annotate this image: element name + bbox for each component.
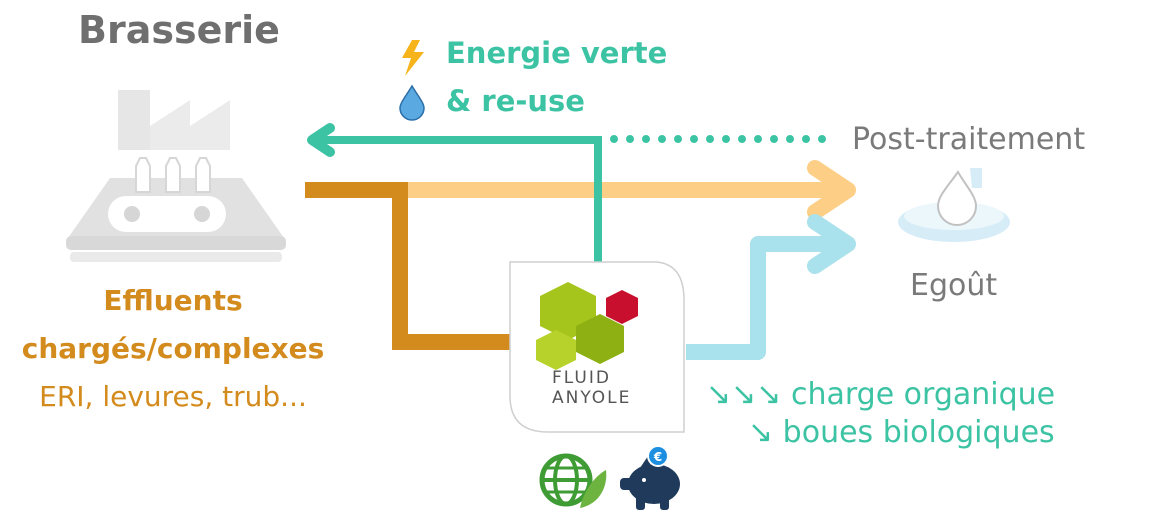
sewer-label: Egoût bbox=[910, 268, 998, 303]
logo-line1: FLUID bbox=[552, 368, 611, 388]
post-treatment-flow-arrow bbox=[408, 160, 856, 220]
svg-text:€: € bbox=[653, 450, 662, 464]
legend-reuse-label: & re-use bbox=[446, 84, 585, 118]
sewer-flow-arrow bbox=[686, 214, 856, 360]
fluid-anyole-logo-icon bbox=[536, 282, 638, 370]
effluents-detail: ERI, levures, trub... bbox=[39, 380, 307, 413]
recycle-water-icon bbox=[898, 168, 1010, 242]
lightning-icon bbox=[402, 40, 424, 76]
result-organic-load: ↘↘↘ charge organique bbox=[706, 377, 1056, 412]
effluents-subtitle: chargés/complexes bbox=[21, 332, 325, 365]
piggy-bank-euro-icon: € bbox=[620, 445, 680, 510]
effluents-title: Effluents bbox=[103, 284, 243, 317]
water-drop-icon bbox=[399, 84, 425, 121]
page-title: Brasserie bbox=[78, 8, 280, 52]
energy-reuse-flow-arrow bbox=[307, 123, 829, 265]
post-treatment-label: Post-traitement bbox=[852, 122, 1086, 157]
legend-energy-label: Energie verte bbox=[446, 36, 668, 70]
effluent-flow-arrow bbox=[305, 182, 515, 350]
result-biological-sludge: ↘ boues biologiques bbox=[748, 415, 1055, 450]
globe-leaf-icon bbox=[539, 453, 607, 508]
logo-line2: ANYOLE bbox=[552, 388, 632, 408]
factory-icon bbox=[66, 90, 286, 262]
